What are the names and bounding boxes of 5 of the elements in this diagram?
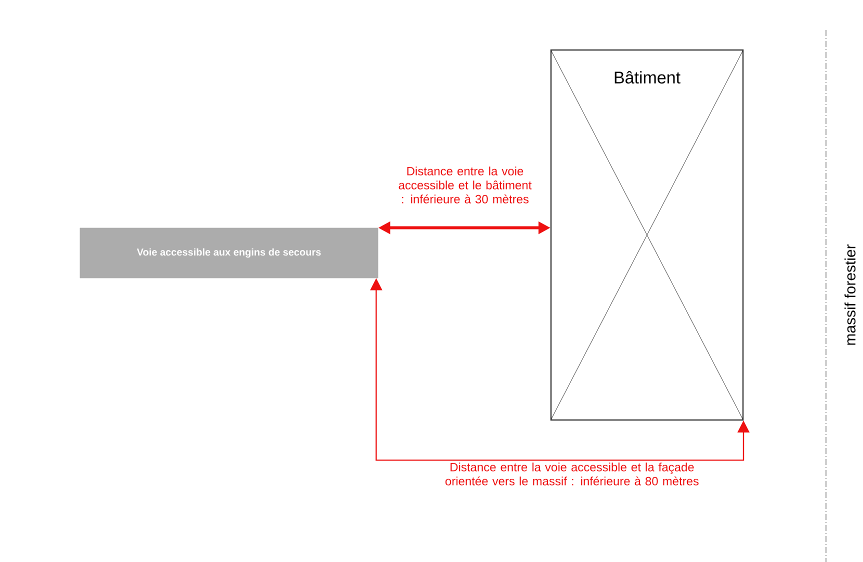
road-box: Voie accessible aux engins de secours <box>80 228 378 278</box>
edge-label: Distance entre la voie accessible et la façade orientée vers le massif : inférieure à 80 mètres <box>445 462 699 486</box>
area-label: massif forestier <box>844 244 856 345</box>
edge-label: Distance entre la voie accessible et le bâtiment : inférieure à 30 mètres <box>398 166 532 204</box>
building-box: Bâtiment <box>550 49 744 421</box>
